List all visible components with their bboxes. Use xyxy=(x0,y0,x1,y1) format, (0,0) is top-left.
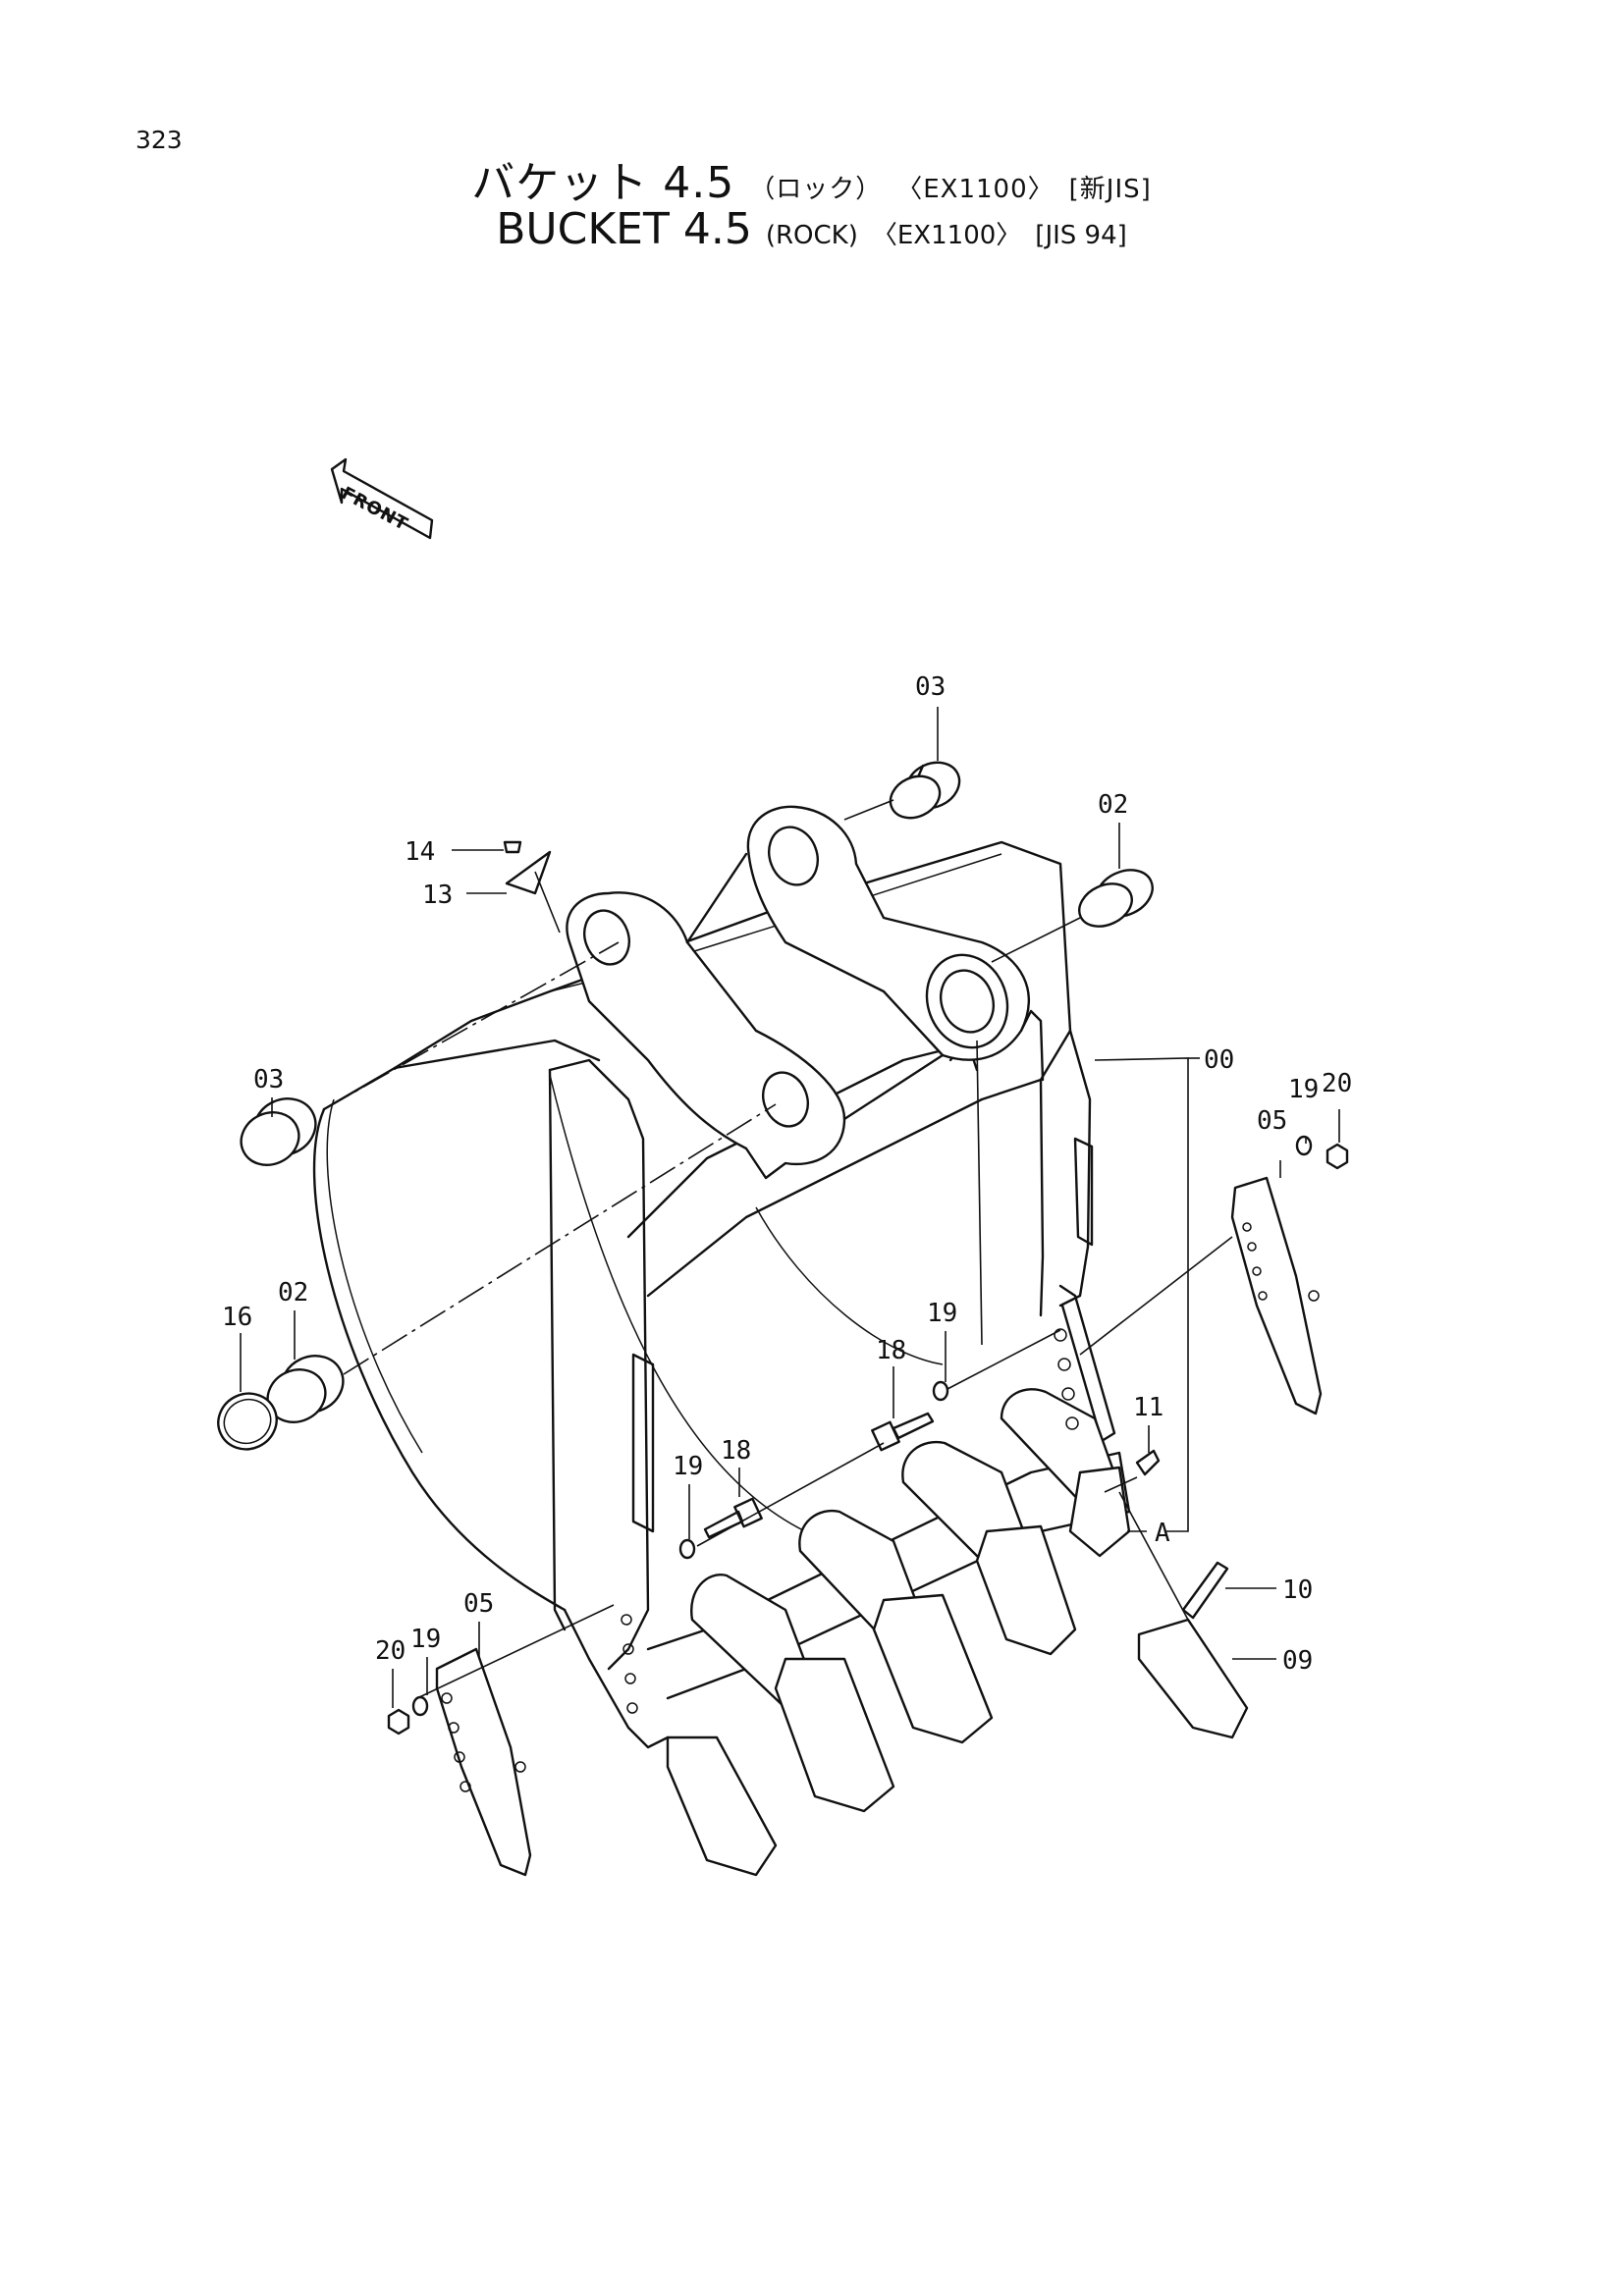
bushing-03-top xyxy=(889,761,961,820)
callout-14: 14 xyxy=(405,837,435,867)
title-japanese: バケット 4.5 （ロック） 〈EX1100〉 [新JIS] xyxy=(0,147,1623,210)
washers-19 xyxy=(411,1135,1313,1717)
nuts-20 xyxy=(387,1143,1349,1735)
title-english: BUCKET 4.5 (ROCK) 〈EX1100〉 [JIS 94] xyxy=(0,204,1623,254)
callout-19-bottom: 19 xyxy=(410,1625,441,1654)
callout-13: 13 xyxy=(422,881,453,910)
callout-03-top: 03 xyxy=(915,672,946,702)
title-en-name: BUCKET xyxy=(496,204,670,254)
bolt-18-right xyxy=(871,1412,935,1452)
bushing-03-left xyxy=(240,1097,317,1166)
title-en-capacity: 4.5 xyxy=(682,204,752,254)
callout-02-left: 02 xyxy=(278,1278,308,1308)
side-cutter-left xyxy=(435,1647,532,1877)
tooth-point-09 xyxy=(1137,1618,1249,1739)
callout-02-top: 02 xyxy=(1098,790,1128,820)
tooth-points xyxy=(666,1388,1131,1877)
callout-20-left: 20 xyxy=(375,1636,406,1666)
mounting-bracket xyxy=(566,805,1031,1180)
callout-19-right: 19 xyxy=(1288,1075,1319,1104)
callout-05-left: 05 xyxy=(463,1589,494,1619)
plate-13-screw-14 xyxy=(503,840,552,895)
title-jp-capacity: 4.5 xyxy=(663,158,735,208)
callout-labels: 03 02 00 14 13 03 19 20 05 02 16 19 18 1… xyxy=(222,672,1352,1676)
callout-19-mid: 19 xyxy=(927,1299,957,1328)
title-jp-type: （ロック） xyxy=(749,175,883,204)
title-en-type: (ROCK) xyxy=(765,221,858,250)
callout-11: 11 xyxy=(1133,1393,1163,1422)
bucket-body xyxy=(312,840,1116,1749)
side-plate-holes xyxy=(621,1328,1079,1714)
bushing-02-left xyxy=(266,1355,345,1423)
callout-10: 10 xyxy=(1282,1575,1313,1605)
side-cutter-right xyxy=(1230,1176,1323,1415)
callout-00: 00 xyxy=(1204,1045,1234,1075)
callout-09: 09 xyxy=(1282,1646,1313,1676)
front-arrow-icon xyxy=(330,457,434,540)
view-marker-a: A xyxy=(1155,1519,1170,1548)
callout-16: 16 xyxy=(222,1303,252,1332)
callout-leaders xyxy=(240,707,1340,1708)
title-en-standard: [JIS 94] xyxy=(1035,221,1127,250)
callout-05-right: 05 xyxy=(1257,1106,1287,1136)
callout-20-right: 20 xyxy=(1322,1069,1352,1098)
lock-pin-10 xyxy=(1181,1561,1229,1620)
callout-19-left: 19 xyxy=(673,1452,703,1481)
callout-18-right: 18 xyxy=(876,1336,906,1365)
bushing-02-top xyxy=(1078,869,1154,928)
title-en-model: 〈EX1100〉 xyxy=(871,221,1022,250)
bolt-18-left xyxy=(703,1497,763,1539)
alignment-lines xyxy=(323,799,1233,1699)
ring-16 xyxy=(217,1392,278,1451)
title-jp-name: バケット xyxy=(471,158,649,208)
callout-03-left: 03 xyxy=(253,1065,284,1095)
pin-11 xyxy=(1135,1449,1161,1476)
title-jp-standard: [新JIS] xyxy=(1068,175,1152,204)
callout-18-left: 18 xyxy=(721,1436,751,1466)
title-jp-model: 〈EX1100〉 xyxy=(896,175,1055,204)
page-number: 323 xyxy=(135,126,183,154)
